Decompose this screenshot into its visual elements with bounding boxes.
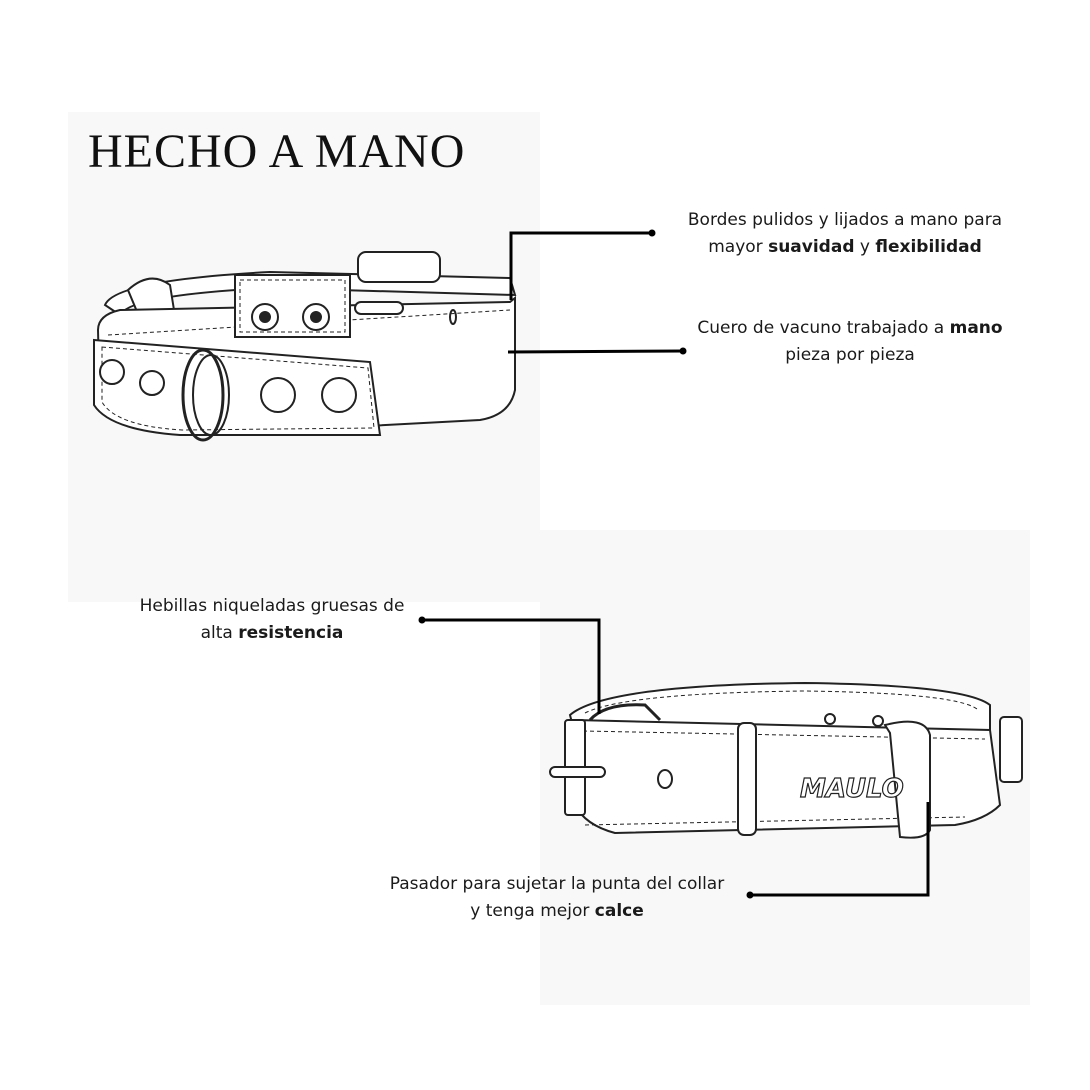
callout-cuero-bold1: mano	[949, 318, 1003, 338]
callout-pasador-line2: y tenga mejor calce	[372, 898, 742, 925]
page-title: HECHO A MANO	[88, 125, 466, 178]
callout-cuero: Cuero de vacuno trabajado a mano pieza p…	[680, 315, 1020, 369]
callout-bordes: Bordes pulidos y lijados a mano para may…	[660, 207, 1030, 261]
brand-engraving: MAULO	[800, 774, 904, 804]
callout-cuero-line1-text: Cuero de vacuno trabajado a	[697, 318, 950, 338]
callout-hebillas-line2-text: alta	[200, 623, 239, 643]
callout-hebillas-bold1: resistencia	[238, 623, 344, 643]
callout-pasador-bold1: calce	[594, 901, 644, 921]
callout-hebillas-line1: Hebillas niqueladas gruesas de	[139, 596, 405, 616]
callout-bordes-bold1: suavidad	[768, 237, 855, 257]
callout-pasador-line1: Pasador para sujetar la punta del collar	[389, 874, 725, 894]
callout-bordes-line1: Bordes pulidos y lijados a mano para	[687, 210, 1003, 230]
callout-bordes-mid: y	[854, 237, 876, 257]
collar-illustration-top	[93, 251, 517, 442]
callout-pasador-line2-text: y tenga mejor	[470, 901, 595, 921]
callout-pasador: Pasador para sujetar la punta del collar…	[372, 871, 742, 925]
callout-bordes-line2-text: mayor	[708, 237, 769, 257]
callout-hebillas: Hebillas niqueladas gruesas de alta resi…	[122, 593, 422, 647]
callout-cuero-line2: pieza por pieza	[785, 345, 915, 365]
callout-hebillas-line2: alta resistencia	[122, 620, 422, 647]
callout-cuero-line1: Cuero de vacuno trabajado a mano	[680, 315, 1020, 342]
callout-bordes-line2: mayor suavidad y flexibilidad	[660, 234, 1030, 261]
collar-illustration-bottom: MAULO	[549, 681, 1023, 839]
callout-bordes-bold2: flexibilidad	[875, 237, 982, 257]
